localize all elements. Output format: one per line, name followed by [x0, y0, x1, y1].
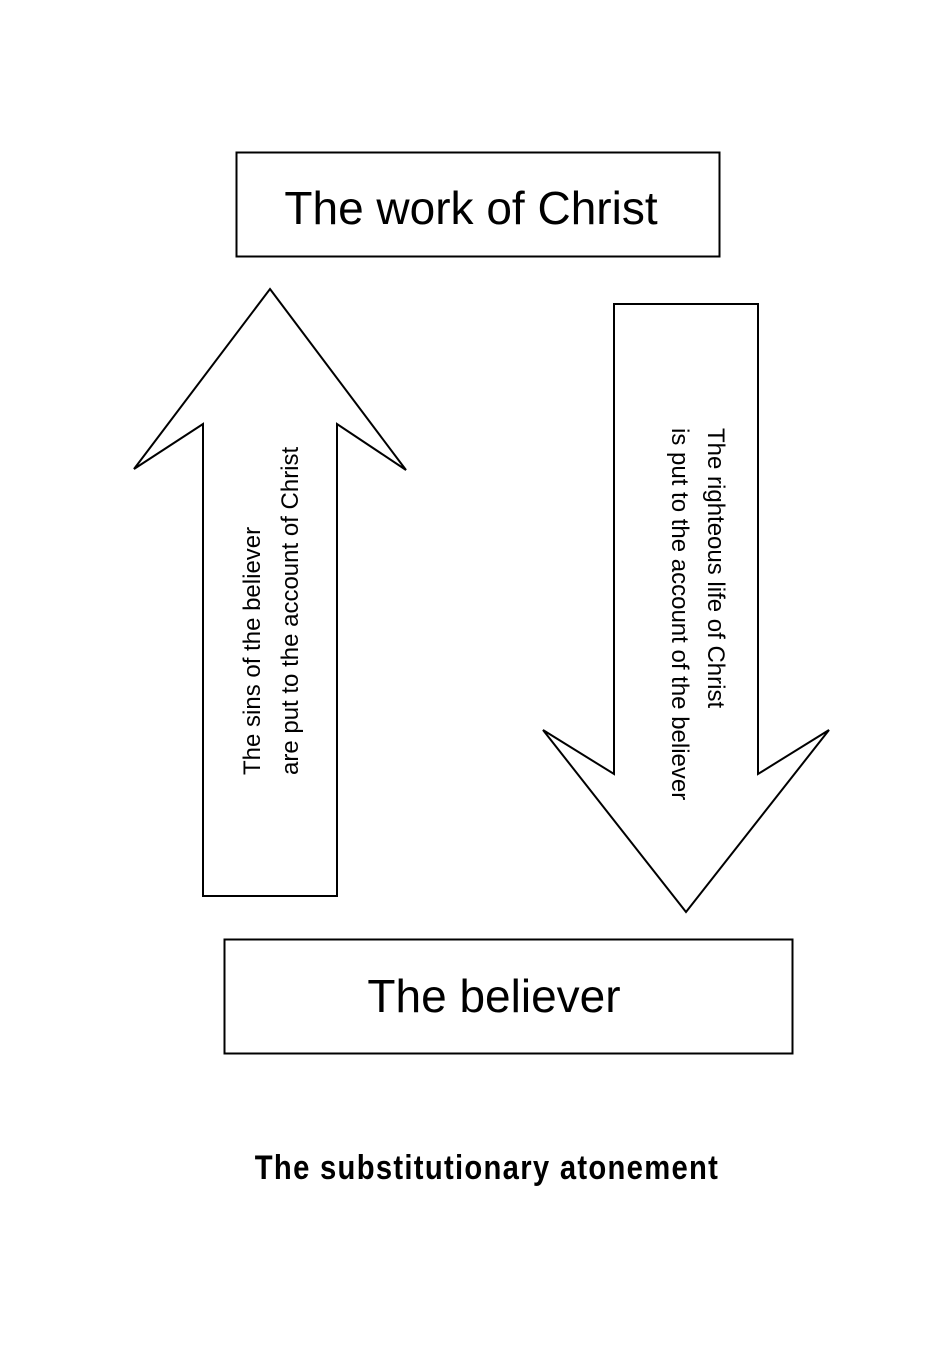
up-arrow-text-line-1: The sins of the believer	[239, 527, 266, 775]
diagram-caption: The substitutionary atonement	[255, 1148, 719, 1187]
up-arrow-text-line-2: are put to the account of Christ	[277, 446, 304, 775]
down-arrow-text-line-2: is put to the account of the believer	[666, 428, 693, 800]
bottom-box: The believer	[223, 938, 794, 1055]
top-box: The work of Christ	[235, 151, 721, 258]
top-box-label: The work of Christ	[284, 182, 657, 234]
down-arrow: The righteous life of Christ is put to t…	[542, 303, 830, 914]
down-arrow-text-line-1: The righteous life of Christ	[702, 428, 729, 708]
down-arrow-shape	[542, 303, 830, 914]
bottom-box-frame	[223, 938, 794, 1055]
top-box-frame	[235, 151, 721, 258]
up-arrow: The sins of the believer are put to the …	[133, 287, 407, 897]
up-arrow-shape	[133, 287, 407, 897]
bottom-box-label: The believer	[367, 970, 620, 1022]
